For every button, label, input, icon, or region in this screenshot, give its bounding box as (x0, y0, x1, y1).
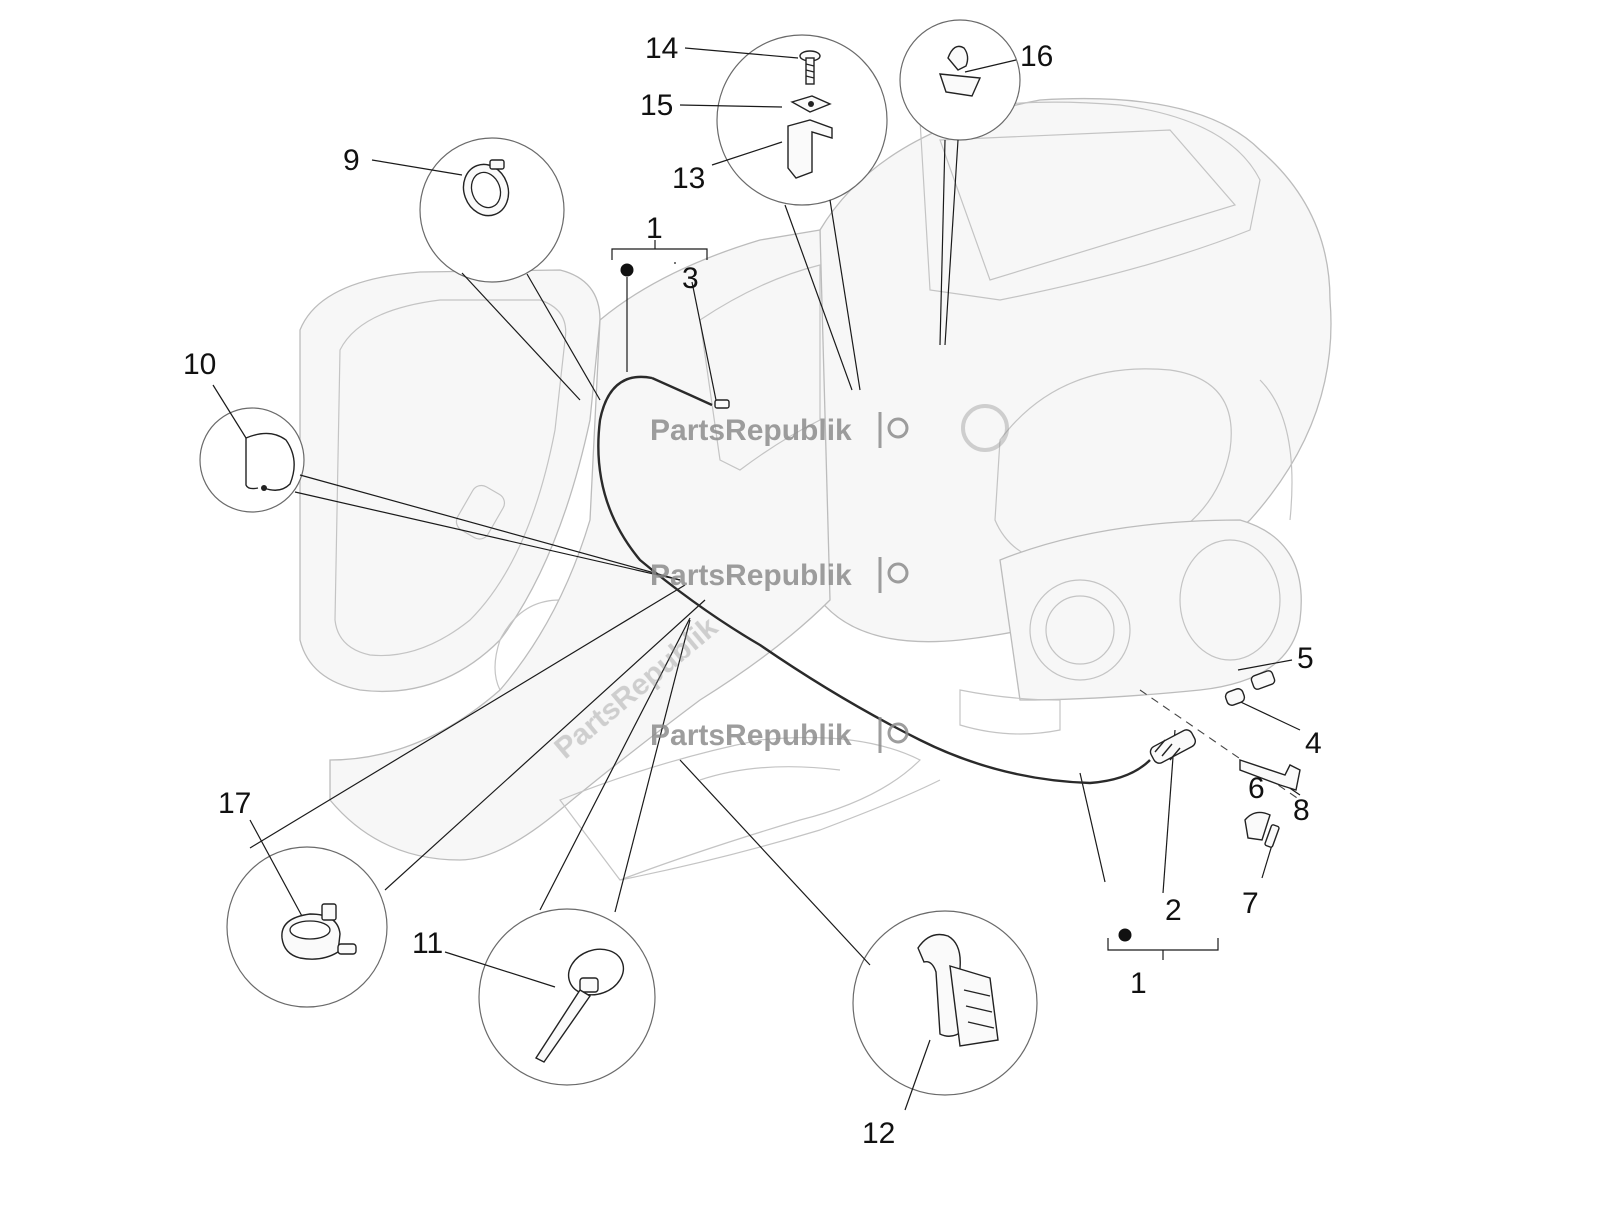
part-15-nut (790, 95, 832, 113)
gear-icon-large (961, 404, 1009, 452)
part-10-wire-ring (245, 432, 295, 491)
bracket-bottom-dot (1118, 928, 1132, 942)
part-14-screw (799, 50, 821, 85)
callout-labels: 1 3 9 10 13 14 15 16 5 4 6 8 7 2 1 17 11… (183, 32, 1322, 1150)
callout-8: 8 (1293, 794, 1310, 827)
part-5-sleeve (1250, 670, 1276, 690)
gear-icon (887, 722, 909, 744)
seat-recess (939, 129, 1237, 281)
front-light-slot (455, 484, 506, 540)
bracket-top (611, 240, 708, 372)
part-17-cable-holder (281, 903, 357, 960)
callout-5: 5 (1297, 642, 1314, 675)
callout-3: 3 (682, 262, 699, 295)
engine-fan-cover-inner (1045, 595, 1115, 665)
part-13-bracket (787, 119, 833, 179)
callout-1-bottom: 1 (1130, 967, 1147, 1000)
floorboard-lower (619, 779, 941, 881)
callout-10: 10 (183, 348, 216, 381)
cable-spring-adjuster (1149, 729, 1197, 764)
rear-wheel-arc (1259, 379, 1293, 521)
detail-circle-13-15 (716, 34, 888, 206)
callout-12: 12 (862, 1117, 895, 1150)
detail-circle-10 (199, 407, 305, 513)
bracket-bottom (1107, 928, 1219, 960)
gear-icon (887, 562, 909, 584)
scooter-body-outline (299, 97, 1332, 881)
callout-9: 9 (343, 144, 360, 177)
cable-end-nipple-3 (714, 399, 730, 409)
detail-circle-11 (478, 908, 656, 1086)
gear-icon (887, 417, 909, 439)
part-12-double-clip (917, 933, 999, 1047)
rear-side-cowl (819, 97, 1332, 643)
callout-17: 17 (218, 787, 251, 820)
part-8-bracket (1239, 759, 1301, 791)
part-9-clamp (462, 159, 510, 217)
exhaust-area (959, 689, 1061, 735)
callout-14: 14 (645, 32, 678, 65)
part-11-cable-tie (534, 948, 625, 1063)
cable-upper-end (651, 376, 713, 407)
central-frame (329, 229, 831, 861)
watermark-1: PartsRepublik (650, 412, 909, 448)
leg-shield-inner (699, 264, 821, 471)
watermark-text-2: PartsRepublik (650, 559, 852, 592)
watermark-3: PartsRepublik (650, 717, 909, 753)
callout-6: 6 (1248, 772, 1265, 805)
part-4-barrel (1224, 688, 1246, 706)
cable-main (597, 375, 1151, 785)
callout-16: 16 (1020, 40, 1053, 73)
engine-cover (999, 519, 1302, 701)
callout-1-top: 1 (646, 212, 663, 245)
callout-15: 15 (640, 89, 673, 122)
callout-11: 11 (412, 927, 443, 960)
part-16-push-clip (938, 45, 982, 97)
callout-7: 7 (1242, 887, 1259, 920)
center-stand (699, 766, 841, 781)
floorboard (559, 736, 922, 881)
watermark-text-3: PartsRepublik (650, 719, 852, 752)
control-cable (597, 375, 1197, 785)
callout-4: 4 (1305, 727, 1322, 760)
engine-side-badge (1179, 539, 1281, 661)
leader-lines (212, 47, 1301, 1111)
callout-2: 2 (1165, 894, 1182, 927)
storage-compartment (919, 101, 1261, 301)
part-7-bolt (1264, 824, 1280, 848)
watermark-text-1: PartsRepublik (650, 414, 852, 447)
small-parts-right (1224, 670, 1301, 848)
callout-13: 13 (672, 162, 705, 195)
part-6-clip (1244, 811, 1271, 841)
bracket-top-dot (620, 263, 634, 277)
front-shield-inner (334, 299, 567, 657)
watermark-2: PartsRepublik (650, 557, 909, 593)
engine-fan-cover (1029, 579, 1131, 681)
